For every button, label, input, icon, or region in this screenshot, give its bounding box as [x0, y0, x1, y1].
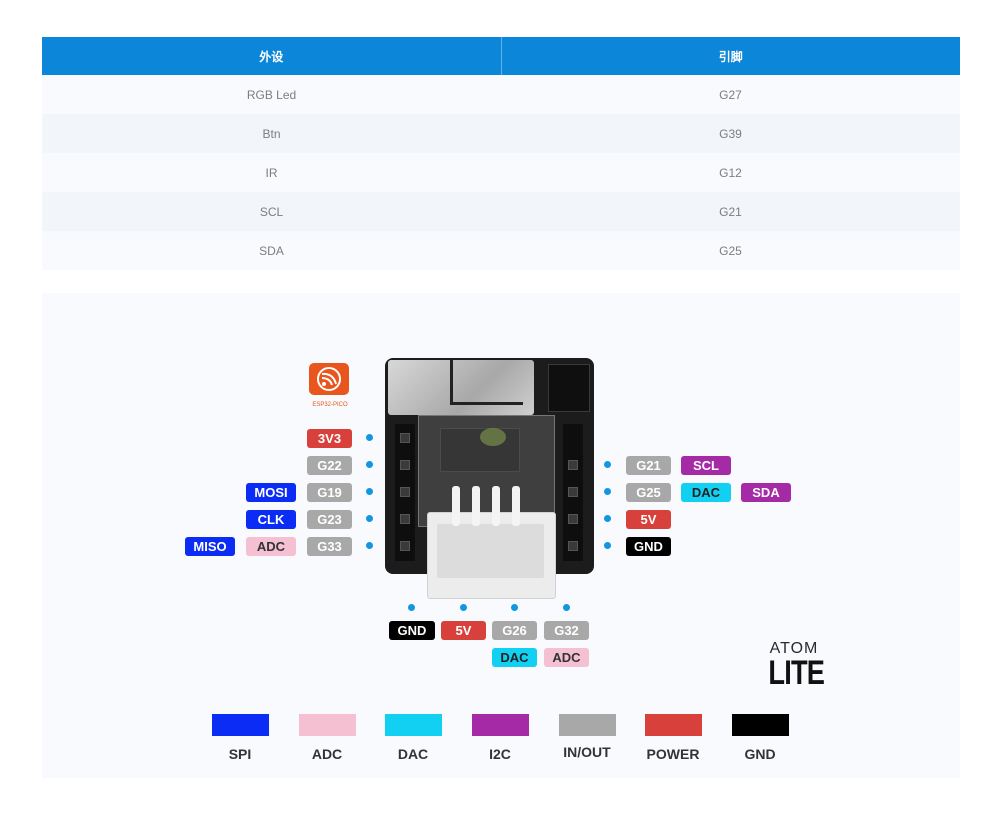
- pin-dot: [366, 461, 373, 468]
- table-row: SCL G21: [42, 192, 960, 231]
- espressif-logo-icon: [309, 363, 349, 395]
- header-pin: [400, 460, 410, 470]
- header-pin: [568, 487, 578, 497]
- pin-dot: [366, 515, 373, 522]
- lite-logo-text: LITE: [768, 654, 825, 692]
- pin-tag-bottom-dac: DAC: [492, 648, 537, 667]
- header-pin: [400, 487, 410, 497]
- cell-pin: G39: [719, 126, 742, 141]
- esp32-pico-caption: ESP32-PICO: [312, 402, 348, 408]
- pin-tag-scl: SCL: [681, 456, 731, 475]
- legend-swatch-adc: [299, 714, 356, 736]
- connector-pin: [452, 486, 460, 526]
- pin-dot: [604, 515, 611, 522]
- pin-tag-bottom-adc: ADC: [544, 648, 589, 667]
- legend-label-power: POWER: [646, 746, 700, 762]
- legend-label-dac: DAC: [397, 746, 429, 762]
- cell-peripheral: IR: [265, 165, 278, 180]
- cell-peripheral: SCL: [259, 204, 284, 219]
- pin-tag-bottom-g32: G32: [544, 621, 589, 640]
- header-pin: 引脚: [500, 37, 961, 75]
- legend-swatch-inout: [559, 714, 616, 736]
- pin-tag-mosi: MOSI: [246, 483, 296, 502]
- pin-tag-g25: G25: [626, 483, 671, 502]
- cell-pin: G25: [719, 243, 742, 258]
- cell-pin: G21: [719, 204, 742, 219]
- pin-tag-3v3: 3V3: [307, 429, 352, 448]
- legend-label-i2c: I2C: [489, 746, 511, 762]
- pin-dot: [366, 434, 373, 441]
- pin-dot: [604, 461, 611, 468]
- pin-dot: [511, 604, 518, 611]
- pin-dot: [460, 604, 467, 611]
- grove-connector-socket: [437, 524, 544, 578]
- connector-pin: [472, 486, 480, 526]
- header-pin: [400, 541, 410, 551]
- legend-swatch-spi: [212, 714, 269, 736]
- table-row: SDA G25: [42, 231, 960, 270]
- cell-peripheral: Btn: [262, 126, 281, 141]
- peripheral-pin-table: 外设 引脚 RGB Led G27 Btn G39 IR G12 SCL G21…: [42, 37, 960, 270]
- pin-dot: [604, 542, 611, 549]
- pin-dot: [366, 488, 373, 495]
- cell-pin: G12: [719, 165, 742, 180]
- pin-tag-g21: G21: [626, 456, 671, 475]
- pin-tag-bottom-gnd: GND: [389, 621, 435, 640]
- cell-peripheral: SDA: [259, 243, 284, 258]
- pin-tag-g33: G33: [307, 537, 352, 556]
- pin-tag-clk: CLK: [246, 510, 296, 529]
- cell-pin: G27: [719, 87, 742, 102]
- table-row: IR G12: [42, 153, 960, 192]
- button-component: [548, 364, 590, 412]
- pin-tag-bottom-5v: 5V: [441, 621, 486, 640]
- atom-logo-text: ATOM: [769, 640, 819, 657]
- legend-label-inout: IN/OUT: [563, 744, 611, 760]
- pin-tag-adc: ADC: [246, 537, 296, 556]
- pin-tag-gnd: GND: [626, 537, 671, 556]
- pin-tag-miso: MISO: [185, 537, 235, 556]
- cell-peripheral: RGB Led: [246, 87, 297, 102]
- legend-label-adc: ADC: [311, 746, 343, 762]
- header-pin: [400, 433, 410, 443]
- rf-shield: [388, 360, 534, 415]
- pin-tag-g23: G23: [307, 510, 352, 529]
- legend-swatch-power: [645, 714, 702, 736]
- pin-tag-5v: 5V: [626, 510, 671, 529]
- clear-case-window: [418, 415, 555, 527]
- table-row: Btn G39: [42, 114, 960, 153]
- pin-tag-g22: G22: [307, 456, 352, 475]
- pin-dot: [563, 604, 570, 611]
- pin-tag-g19: G19: [307, 483, 352, 502]
- header-pin: [568, 460, 578, 470]
- header-pin: [568, 541, 578, 551]
- header-pin: [568, 514, 578, 524]
- connector-pin: [492, 486, 500, 526]
- header-peripheral: 外设: [259, 49, 284, 64]
- legend-swatch-i2c: [472, 714, 529, 736]
- connector-pin: [512, 486, 520, 526]
- table-row: RGB Led G27: [42, 75, 960, 114]
- pin-dot: [366, 542, 373, 549]
- table-header: 外设 引脚: [42, 37, 960, 75]
- pin-tag-sda: SDA: [741, 483, 791, 502]
- legend-label-spi: SPI: [228, 746, 252, 762]
- antenna-trace: [450, 360, 523, 405]
- legend-label-gnd: GND: [744, 746, 776, 762]
- pin-tag-bottom-g26: G26: [492, 621, 537, 640]
- pin-dot: [408, 604, 415, 611]
- legend-swatch-dac: [385, 714, 442, 736]
- pin-dot: [604, 488, 611, 495]
- header-pin: [400, 514, 410, 524]
- pin-tag-dac: DAC: [681, 483, 731, 502]
- ir-led: [480, 428, 506, 446]
- legend-swatch-gnd: [732, 714, 789, 736]
